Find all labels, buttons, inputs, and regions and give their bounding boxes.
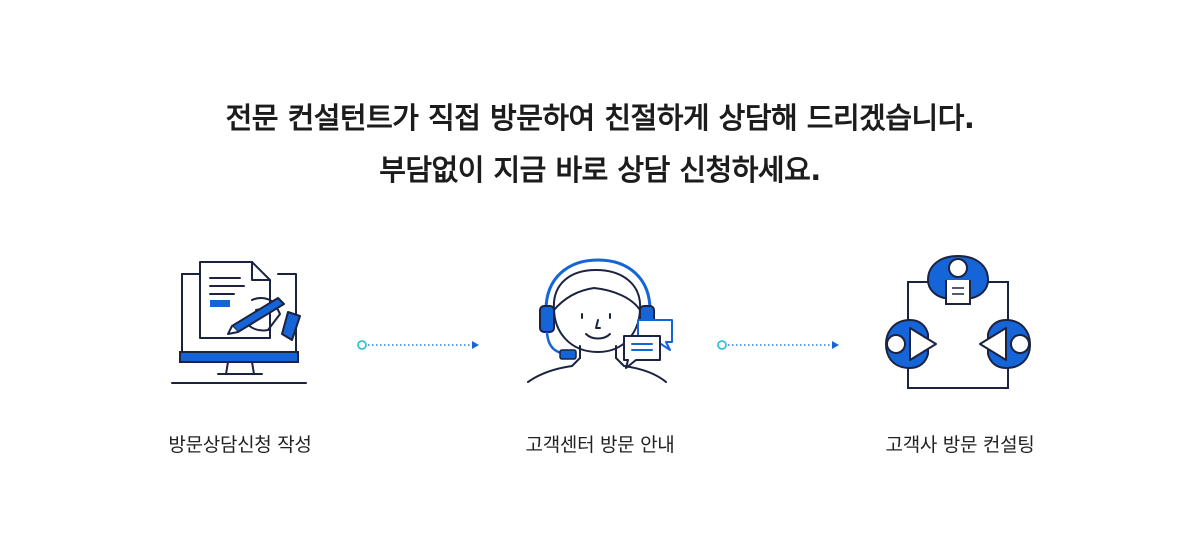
step-3-label: 고객사 방문 컨설팅 [885,434,1035,456]
headline-line-2: 부담없이 지금 바로 상담 신청하세요. [379,153,821,187]
meeting-table-icon [884,254,1032,389]
document-signing-monitor-icon [171,261,307,384]
dotted-arrow-connector-1 [357,340,479,350]
step-2-label: 고객센터 방문 안내 [525,434,675,456]
headset-agent-icon [527,258,673,383]
top-person [926,254,990,305]
step-1-label: 방문상담신청 작성 [168,434,312,456]
page-headline: 전문 컨설턴트가 직접 방문하여 친절하게 상담해 드리겠습니다. 부담없이 지… [0,92,1200,196]
left-person [884,318,937,370]
dotted-arrow-connector-2 [717,340,839,350]
headline-line-1: 전문 컨설턴트가 직접 방문하여 친절하게 상담해 드리겠습니다. [225,101,975,135]
right-person [979,318,1032,370]
